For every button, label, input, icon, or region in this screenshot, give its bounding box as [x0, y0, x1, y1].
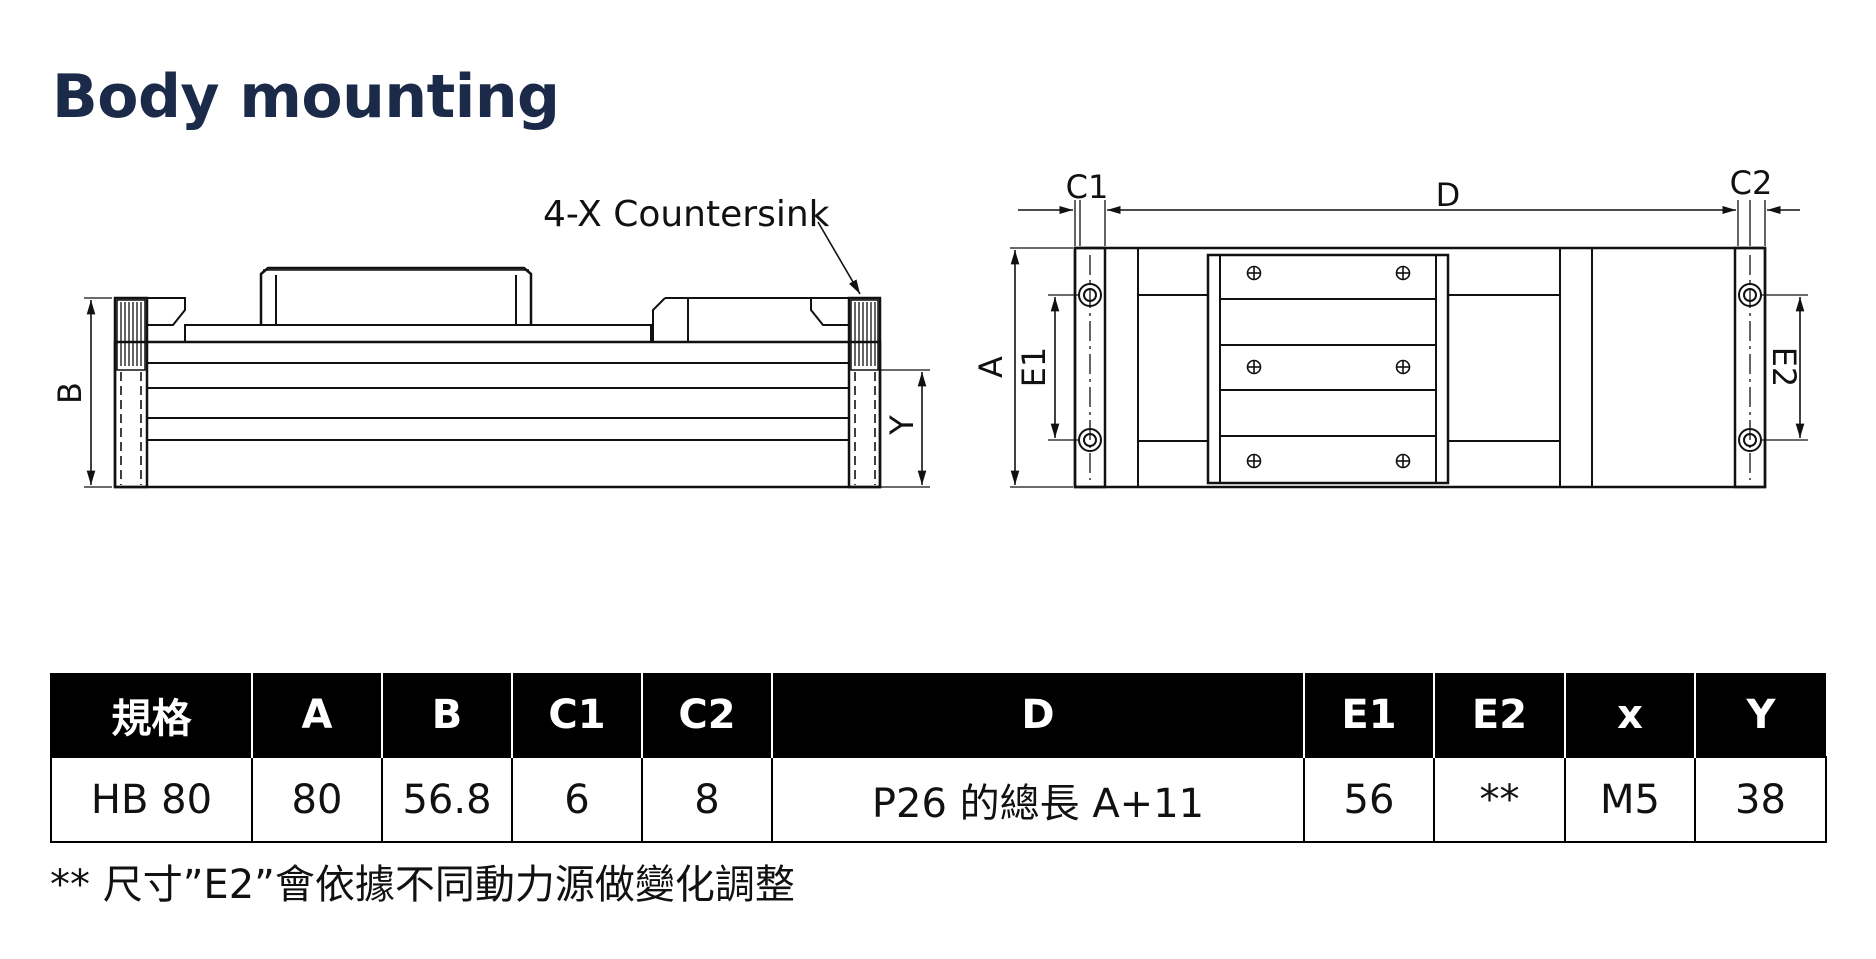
column-header: x — [1564, 673, 1695, 757]
table-row: HB 80 80 56.8 6 8 P26 的總長 A+11 56 ** M5 … — [50, 756, 1827, 843]
dim-label-e2: E2 — [1765, 347, 1803, 388]
footnote: ** 尺寸”E2”會依據不同動力源做變化調整 — [50, 862, 795, 908]
page-title: Body mounting — [52, 62, 560, 132]
column-header: Y — [1694, 673, 1826, 757]
table-cell: 80 — [251, 756, 383, 843]
spec-table: 規格 A B C1 C2 D E1 E2 x Y HB 80 80 56.8 6… — [50, 673, 1827, 843]
table-cell: 56 — [1303, 756, 1435, 843]
countersink-callout: 4-X Countersink — [543, 194, 830, 235]
table-cell: 8 — [641, 756, 773, 843]
column-header: B — [381, 673, 512, 757]
column-header: C1 — [511, 673, 642, 757]
dim-label-c1: C1 — [1066, 168, 1109, 206]
dim-label-e1: E1 — [1015, 347, 1053, 388]
table-header-row: 規格 A B C1 C2 D E1 E2 x Y — [50, 673, 1826, 757]
table-cell: M5 — [1564, 756, 1696, 843]
side-view — [84, 221, 930, 489]
column-header: 規格 — [50, 673, 252, 757]
table-cell: P26 的總長 A+11 — [771, 756, 1305, 843]
table-cell: 56.8 — [381, 756, 513, 843]
dim-label-d: D — [1436, 176, 1461, 214]
column-header: D — [771, 673, 1304, 757]
table-cell: 38 — [1694, 756, 1827, 843]
top-view — [1010, 200, 1808, 489]
table-cell: 6 — [511, 756, 643, 843]
column-header: C2 — [641, 673, 772, 757]
column-header: E2 — [1433, 673, 1565, 757]
dim-label-b: B — [51, 382, 89, 404]
table-cell: HB 80 — [50, 756, 253, 843]
column-header: A — [251, 673, 382, 757]
column-header: E1 — [1303, 673, 1434, 757]
dim-label-c2: C2 — [1730, 164, 1773, 202]
dim-label-a: A — [972, 356, 1010, 378]
dim-label-y: Y — [883, 415, 921, 436]
table-cell: ** — [1433, 756, 1566, 843]
